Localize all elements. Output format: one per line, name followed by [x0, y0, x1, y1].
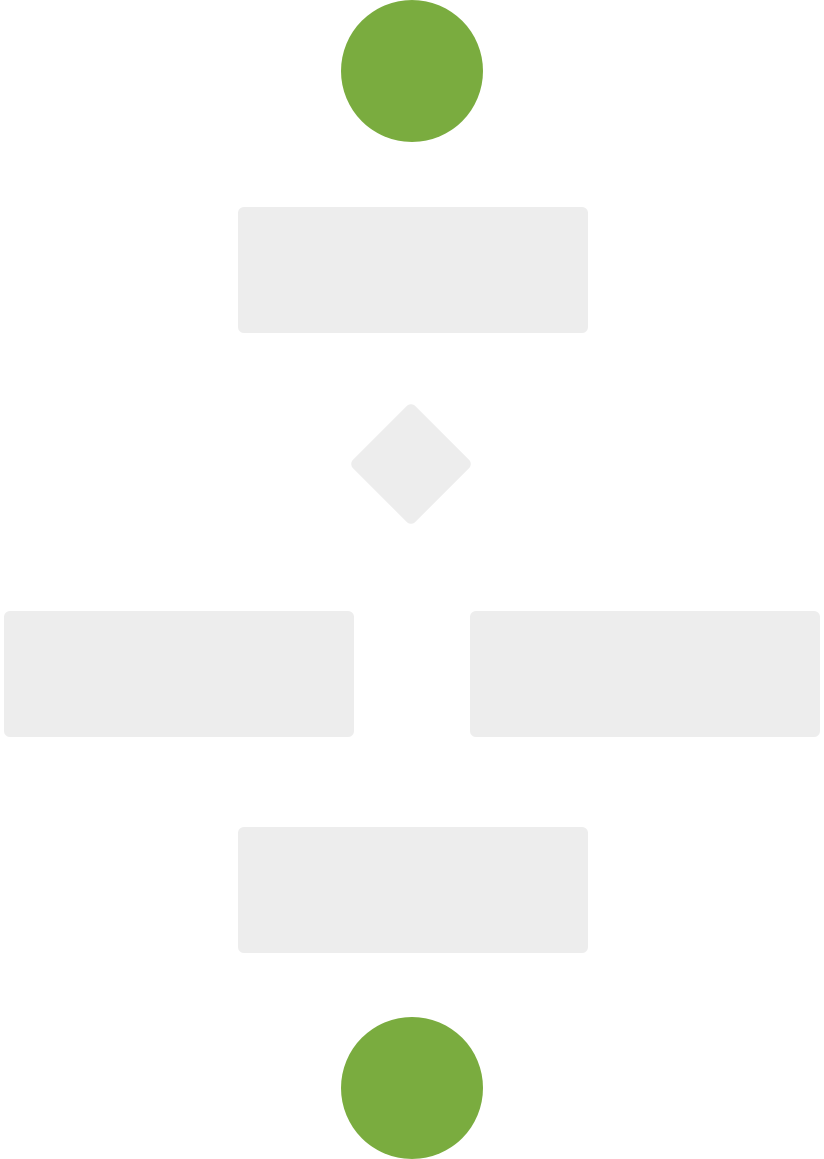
process-step-box: [238, 207, 588, 333]
end-node: [341, 1017, 483, 1159]
decision-diamond: [348, 401, 474, 527]
right-branch-box: [470, 611, 820, 737]
merge-step-box: [238, 827, 588, 953]
left-branch-box: [4, 611, 354, 737]
start-node: [341, 0, 483, 142]
